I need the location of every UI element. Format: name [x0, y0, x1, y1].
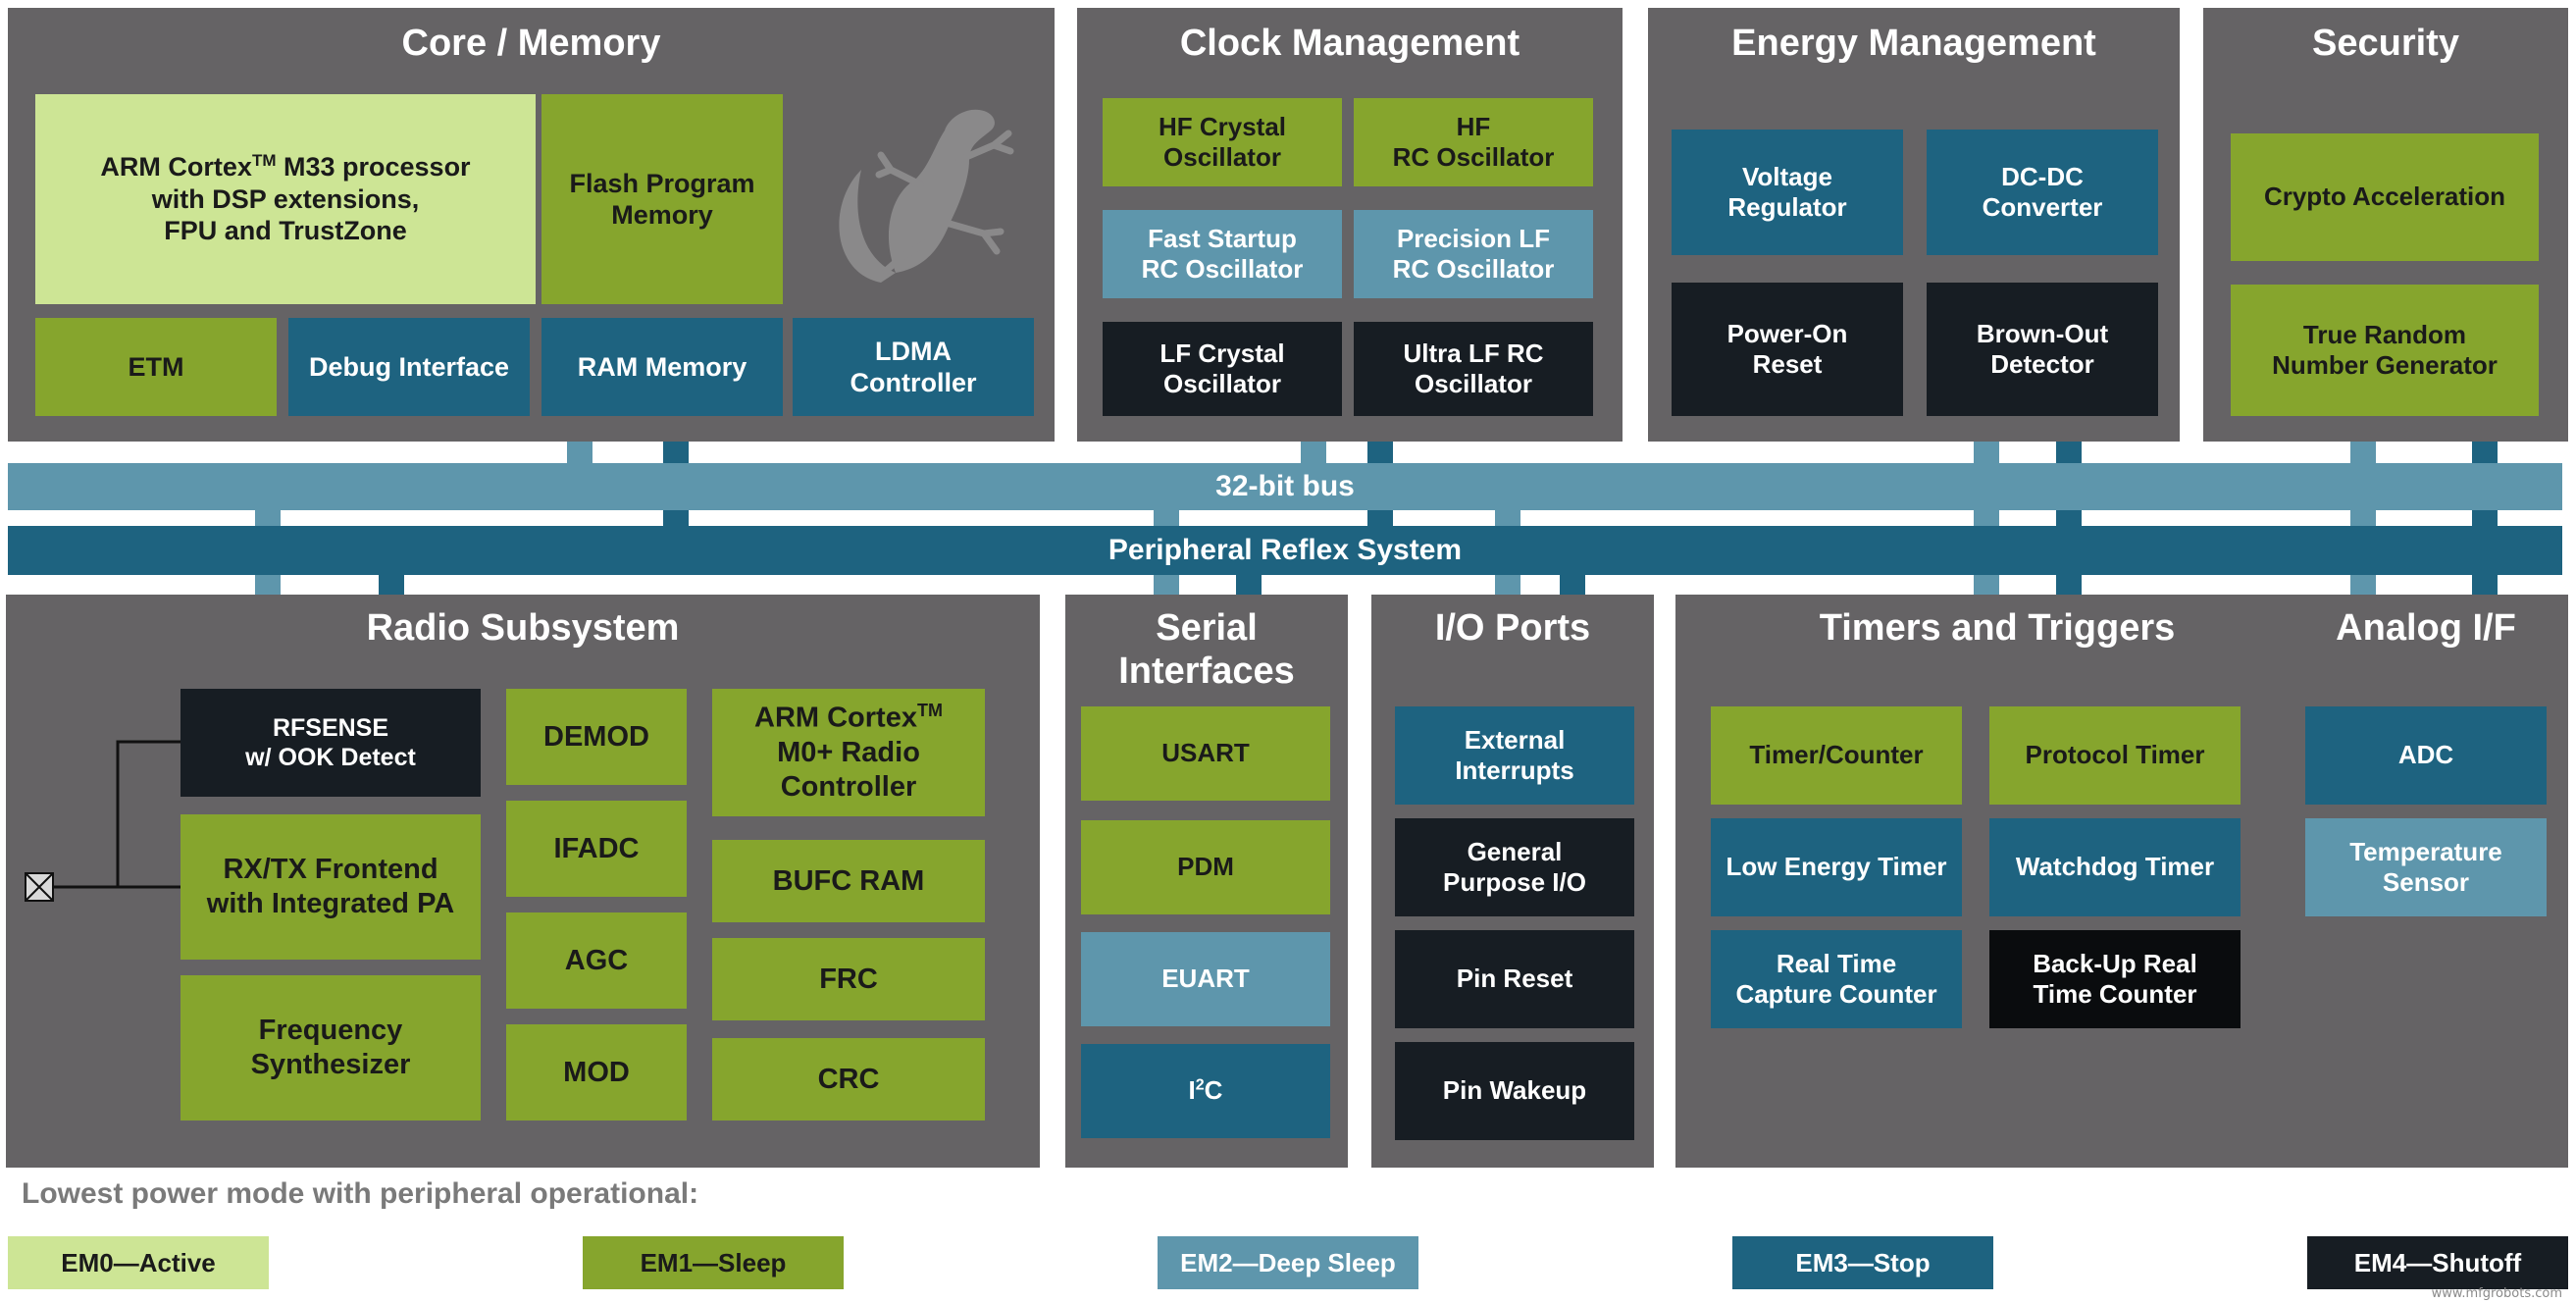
lfrco-block: Precision LF RC Oscillator [1354, 210, 1593, 298]
analog-if-title: Analog I/F [2336, 607, 2516, 649]
power-on-reset-block: Power-On Reset [1672, 283, 1903, 416]
radio-subsystem-title: Radio Subsystem [366, 607, 680, 649]
debug-interface-block: Debug Interface [288, 318, 530, 416]
prs-label: Peripheral Reflex System [1108, 534, 1463, 566]
agc-block: AGC [506, 912, 687, 1009]
timer-counter-block: Timer/Counter [1711, 706, 1962, 805]
io-ports-panel: I/O Ports External Interrupts General Pu… [1371, 595, 1654, 1168]
watchdog-timer-block: Watchdog Timer [1989, 818, 2241, 916]
rtcc-block: Real Time Capture Counter [1711, 930, 1962, 1028]
euart-block: EUART [1081, 932, 1330, 1026]
m0-radio-controller-block: ARM CortexTM M0+ Radio Controller [712, 689, 985, 816]
temperature-sensor-block: Temperature Sensor [2305, 818, 2547, 916]
frc-block: FRC [712, 938, 985, 1020]
security-panel: Security Crypto Acceleration True Random… [2203, 8, 2568, 442]
security-title: Security [2312, 23, 2459, 64]
radio-subsystem-panel: Radio Subsystem RFSENSE w/ OOK Detect RX… [6, 595, 1040, 1168]
demod-block: DEMOD [506, 689, 687, 785]
adc-block: ADC [2305, 706, 2547, 805]
brown-out-detector-block: Brown-Out Detector [1927, 283, 2158, 416]
core-memory-panel: Core / Memory ARM CortexTM M33 processor… [8, 8, 1055, 442]
crypto-block: Crypto Acceleration [2231, 133, 2539, 261]
core-memory-title: Core / Memory [401, 23, 661, 64]
energy-bus-connector [1974, 442, 1999, 463]
flash-block: Flash Program Memory [541, 94, 783, 304]
pdm-block: PDM [1081, 820, 1330, 914]
rfsense-block: RFSENSE w/ OOK Detect [180, 689, 481, 797]
peripheral-reflex-system-bus: Peripheral Reflex System [8, 526, 2562, 575]
clock-bus-connector [1301, 442, 1326, 463]
bus-32bit: 32-bit bus [8, 463, 2562, 510]
etm-block: ETM [35, 318, 277, 416]
energy-management-title: Energy Management [1731, 23, 2096, 64]
gecko-logo-icon [839, 109, 1014, 283]
external-interrupts-block: External Interrupts [1395, 706, 1634, 805]
analog-if-panel: Analog I/F ADC Temperature Sensor [2284, 595, 2568, 1168]
energy-management-panel: Energy Management Voltage Regulator DC-D… [1648, 8, 2180, 442]
serial-interfaces-title: Serial Interfaces [1118, 607, 1295, 692]
legend-em4: EM4—Shutoff [2307, 1236, 2568, 1289]
burtc-block: Back-Up Real Time Counter [1989, 930, 2241, 1028]
timers-triggers-title: Timers and Triggers [1819, 607, 2176, 649]
legend-em2: EM2—Deep Sleep [1158, 1236, 1418, 1289]
usart-block: USART [1081, 706, 1330, 801]
bufc-ram-block: BUFC RAM [712, 840, 985, 922]
lfxo-block: LF Crystal Oscillator [1103, 322, 1342, 416]
bus-32bit-label: 32-bit bus [1215, 470, 1355, 502]
clock-management-title: Clock Management [1179, 23, 1520, 64]
frequency-synthesizer-block: Frequency Synthesizer [180, 975, 481, 1121]
clock-management-panel: Clock Management HF Crystal Oscillator H… [1077, 8, 1623, 442]
ldma-block: LDMA Controller [793, 318, 1034, 416]
antenna-icon [25, 872, 54, 902]
trng-block: True Random Number Generator [2231, 285, 2539, 416]
rxtx-frontend-block: RX/TX Frontend with Integrated PA [180, 814, 481, 960]
legend-em3: EM3—Stop [1732, 1236, 1993, 1289]
cpu-block: ARM CortexTM M33 processor with DSP exte… [35, 94, 536, 304]
timers-triggers-panel: Timers and Triggers Timer/Counter Protoc… [1675, 595, 2319, 1168]
io-ports-title: I/O Ports [1434, 607, 1591, 649]
pin-reset-block: Pin Reset [1395, 930, 1634, 1028]
antenna-wiring [47, 740, 180, 889]
pin-wakeup-block: Pin Wakeup [1395, 1042, 1634, 1140]
security-bus-connector [2350, 442, 2376, 463]
watermark: www.mfgrobots.com [2431, 1286, 2562, 1301]
ulfrco-block: Ultra LF RC Oscillator [1354, 322, 1593, 416]
mod-block: MOD [506, 1024, 687, 1121]
legend-em1: EM1—Sleep [583, 1236, 844, 1289]
gpio-block: General Purpose I/O [1395, 818, 1634, 916]
ram-block: RAM Memory [541, 318, 783, 416]
protocol-timer-block: Protocol Timer [1989, 706, 2241, 805]
i2c-block: I2C [1081, 1044, 1330, 1138]
serial-interfaces-panel: Serial Interfaces USART PDM EUART I2C [1065, 595, 1348, 1168]
crc-block: CRC [712, 1038, 985, 1121]
fsrco-block: Fast Startup RC Oscillator [1103, 210, 1342, 298]
voltage-regulator-block: Voltage Regulator [1672, 130, 1903, 255]
ifadc-block: IFADC [506, 801, 687, 897]
low-energy-timer-block: Low Energy Timer [1711, 818, 1962, 916]
dcdc-block: DC-DC Converter [1927, 130, 2158, 255]
core-bus-connector [567, 442, 592, 463]
hfrco-block: HF RC Oscillator [1354, 98, 1593, 186]
legend-em0: EM0—Active [8, 1236, 269, 1289]
hfxo-block: HF Crystal Oscillator [1103, 98, 1342, 186]
legend-title: Lowest power mode with peripheral operat… [22, 1177, 699, 1210]
